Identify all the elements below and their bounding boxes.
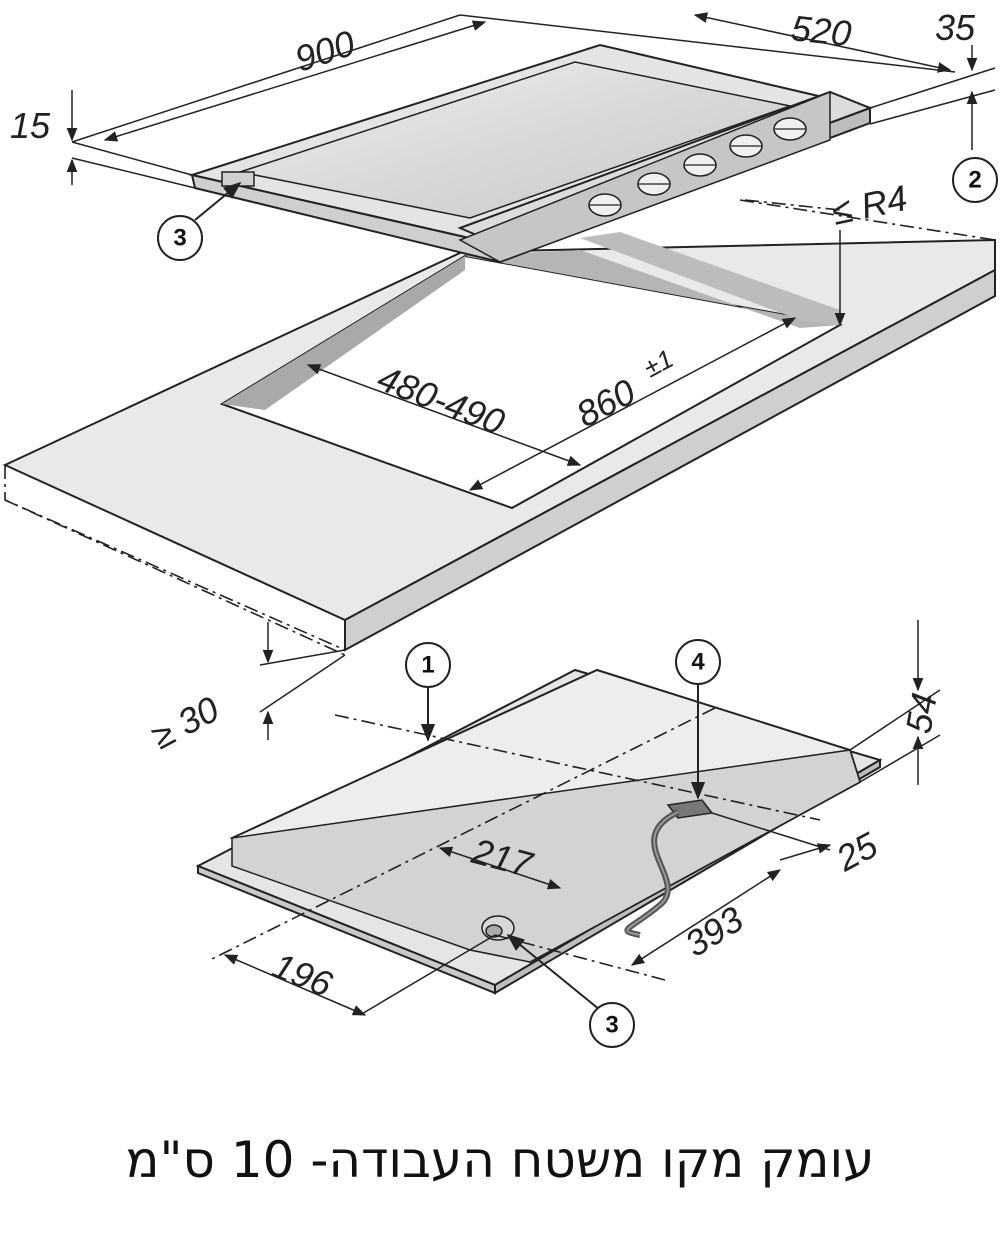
dim-underside-height: 54 bbox=[898, 690, 945, 737]
worktop-extension-lines bbox=[4, 199, 996, 656]
gas-fitting bbox=[481, 915, 515, 941]
callout-3-bottom-label: 3 bbox=[605, 1012, 618, 1039]
hob-top bbox=[188, 43, 874, 264]
hob-underside bbox=[195, 668, 883, 995]
dim-connection-edge: 25 bbox=[829, 824, 885, 880]
dim-worktop-thickness: ≥ 30 bbox=[145, 688, 226, 757]
dim-gas-to-connection: 393 bbox=[678, 898, 751, 965]
callout-2-label: 2 bbox=[968, 167, 981, 194]
callout-1-label: 1 bbox=[421, 652, 434, 679]
callout-3-bottom: 3 bbox=[506, 933, 635, 1048]
dim-corner-radius: ≤ R4 bbox=[828, 177, 911, 233]
dim-frame-height: 15 bbox=[10, 105, 51, 146]
control-knobs bbox=[588, 117, 807, 217]
callout-3-top-label: 3 bbox=[173, 225, 186, 252]
callouts: 1 2 3 4 3 bbox=[157, 157, 998, 1048]
callout-4: 4 bbox=[675, 639, 721, 800]
callout-1: 1 bbox=[405, 642, 451, 742]
depth-caption: עומק מקו משטח העבודה- 10 ס"מ bbox=[125, 1131, 875, 1189]
dimension-lines bbox=[66, 12, 996, 1016]
callout-2: 2 bbox=[952, 157, 998, 203]
callout-4-label: 4 bbox=[691, 649, 705, 676]
dim-hob-width: 900 bbox=[290, 22, 360, 80]
worktop bbox=[2, 232, 996, 652]
dim-top-offset: 35 bbox=[935, 7, 976, 48]
dim-hob-depth: 520 bbox=[789, 7, 853, 54]
callout-3-top: 3 bbox=[157, 181, 242, 261]
dim-gas-offset: 196 bbox=[267, 944, 339, 1005]
